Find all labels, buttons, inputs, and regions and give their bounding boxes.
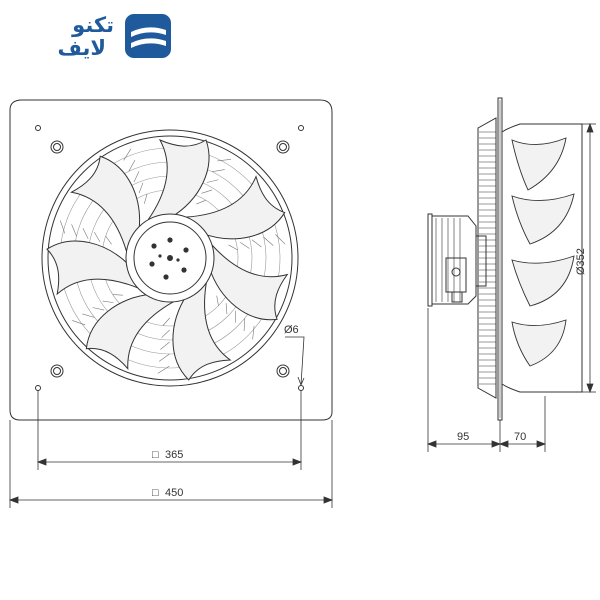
side-grill-frame <box>477 117 497 399</box>
guard-wire <box>94 231 101 242</box>
guard-wire <box>82 228 89 240</box>
fan-blade <box>70 155 141 253</box>
guard-wire <box>212 169 225 173</box>
guard-wire <box>105 235 112 245</box>
fan-blade <box>172 281 232 381</box>
bolt-mount-tl <box>50 140 64 154</box>
side-motor-fins <box>435 218 461 302</box>
guard-wire <box>217 159 232 162</box>
side-venturi <box>501 123 583 393</box>
guard-wire <box>71 224 77 237</box>
guard-wire <box>162 317 170 326</box>
fan-diameter-label: Ø352 <box>575 248 587 275</box>
guard-wire <box>123 148 132 161</box>
front-dimensions <box>8 336 334 508</box>
guard-wire <box>102 300 114 303</box>
guard-wire <box>72 320 86 326</box>
motor-hub-inner <box>133 221 207 295</box>
guard-wire <box>243 318 246 332</box>
guard-wire <box>128 159 136 172</box>
mounting-spacing-label: 365 <box>165 449 183 461</box>
brand-logo: تکنو لایف <box>57 13 171 60</box>
front-view <box>9 99 333 421</box>
hole-diameter-label: Ø6 <box>284 324 299 336</box>
bolt-mount-tr <box>276 140 290 154</box>
corner-hole-bl <box>35 385 41 391</box>
brand-name-line2: لایف <box>57 36 106 60</box>
spacing-square-symbol: □ <box>152 449 159 461</box>
guard-wire <box>143 193 148 204</box>
bolt-mount-br <box>276 364 290 378</box>
fan-blades <box>46 138 289 381</box>
blade-depth-label: 70 <box>514 431 526 443</box>
guard-wire <box>228 244 238 251</box>
guard-wire <box>112 294 123 296</box>
guard-wire <box>196 199 206 205</box>
fan-blade <box>184 175 286 240</box>
side-blades <box>511 137 575 367</box>
guard-wire <box>82 313 95 318</box>
motor-depth-label: 95 <box>457 431 469 443</box>
brand-logo-mark <box>125 14 171 58</box>
side-terminal-box <box>445 257 467 293</box>
guard-wire <box>92 307 105 311</box>
guard-wire <box>161 329 170 338</box>
side-view <box>427 97 583 421</box>
mounting-plate <box>9 99 333 421</box>
plate-width-label: 450 <box>165 487 183 499</box>
guard-wire <box>160 341 170 350</box>
fan-blade <box>208 243 289 321</box>
guard-wire <box>138 182 144 194</box>
guard-wire <box>275 234 286 245</box>
venturi-inner-ring <box>47 135 293 381</box>
plate-square-symbol: □ <box>152 487 159 499</box>
fan-blade <box>46 240 139 296</box>
guard-wire <box>251 239 262 248</box>
brand-logo-swoosh <box>131 27 166 37</box>
guard-wire <box>59 220 66 234</box>
venturi-outer-ring <box>41 129 299 387</box>
side-plate <box>497 97 503 421</box>
guard-wire <box>157 365 170 374</box>
corner-hole-tr <box>298 125 304 131</box>
side-motor-shaft <box>475 235 487 287</box>
fan-blade <box>146 138 210 221</box>
guard-wire <box>263 236 274 246</box>
guard-wire <box>133 171 140 183</box>
guard-wire <box>206 179 219 183</box>
guard-wire <box>225 303 228 315</box>
side-grill-lines <box>479 131 496 385</box>
corner-hole-br <box>298 385 304 391</box>
guard-wire <box>252 325 255 340</box>
guard-wire <box>240 242 250 249</box>
bolt-mount-bl <box>50 364 64 378</box>
hub-bolt-holes <box>149 237 189 280</box>
side-dimensions <box>426 122 596 452</box>
guard-wire <box>158 353 170 362</box>
brand-name-line1: تکنو <box>71 13 114 37</box>
fan-blade <box>85 293 175 371</box>
corner-hole-tl <box>35 125 41 131</box>
guard-wire <box>201 189 213 194</box>
hole-leader-line <box>285 336 305 386</box>
guard-wire <box>216 295 219 306</box>
